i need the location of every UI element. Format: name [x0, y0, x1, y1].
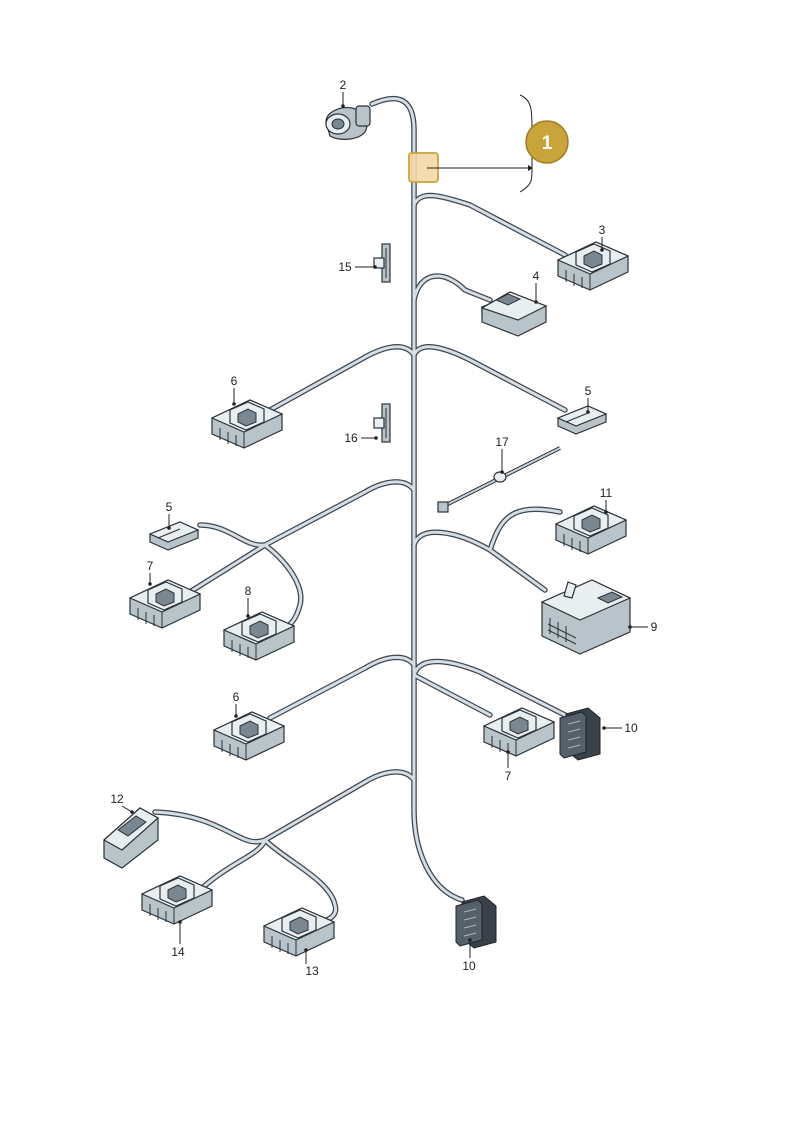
connector-13[interactable]	[263, 907, 335, 957]
wire-4	[412, 530, 547, 592]
connector-14[interactable]	[141, 875, 213, 925]
connector-4-body[interactable]	[480, 291, 548, 337]
connector-10-lower[interactable]	[455, 895, 497, 949]
label-cable-tie-17: 17	[495, 435, 509, 449]
wire-5	[488, 507, 562, 552]
wire-11	[183, 543, 267, 597]
label-clip-15: 15	[338, 260, 352, 274]
connector-5-left[interactable]	[149, 521, 199, 551]
wire-0	[370, 97, 464, 902]
label-connector-10-upper: 10	[624, 721, 638, 735]
connector-10-upper[interactable]	[559, 707, 601, 761]
harness-wires	[152, 95, 568, 925]
cable-tie-17[interactable]	[437, 446, 561, 513]
label-connector-5-right: 5	[585, 384, 592, 398]
item-1-highlight	[408, 94, 533, 193]
label-connector-3: 3	[599, 223, 606, 237]
label-connector-6-upper: 6	[231, 374, 238, 388]
label-clip-16: 16	[344, 431, 358, 445]
connector-12[interactable]	[102, 807, 160, 869]
wire-outline-15	[152, 809, 268, 845]
wire-outline-3	[411, 344, 568, 413]
wire-17	[263, 838, 338, 924]
callout-leaders	[121, 92, 648, 964]
item-1-badge[interactable]: 1	[525, 120, 569, 164]
label-connector-13: 13	[305, 964, 319, 978]
wire-1	[412, 194, 567, 257]
wire-outline-1	[411, 192, 568, 258]
label-connector-2: 2	[340, 78, 347, 92]
label-connector-11: 11	[600, 486, 613, 500]
label-connector-4: 4	[533, 269, 540, 283]
wire-outline-5	[487, 506, 563, 553]
callout-labels: 2 3 4 15 6 5 16 17 5 11 7 8 9 6 10 7 12 …	[110, 78, 657, 978]
wire-16	[198, 838, 267, 892]
wire-15	[153, 810, 267, 844]
label-connector-5-left: 5	[166, 500, 173, 514]
connector-11[interactable]	[555, 505, 627, 555]
wire-2	[412, 274, 492, 302]
label-connector-10-lower: 10	[462, 959, 476, 973]
connector-8[interactable]	[223, 611, 295, 661]
label-connector-7-upper: 7	[147, 559, 154, 573]
wire-9	[263, 480, 416, 547]
connector-3[interactable]	[557, 241, 629, 291]
wire-outline-0	[369, 95, 465, 903]
label-connector-14: 14	[171, 945, 185, 959]
wire-fills	[153, 97, 567, 924]
label-connector-9: 9	[651, 620, 658, 634]
label-connector-6-lower: 6	[233, 690, 240, 704]
wire-8	[268, 345, 416, 412]
wire-10	[198, 523, 267, 547]
connectors	[102, 105, 631, 957]
wire-outline-14	[262, 769, 417, 843]
wire-14	[263, 770, 416, 842]
connector-9[interactable]	[541, 579, 631, 655]
wire-3	[412, 345, 567, 412]
label-connector-8: 8	[245, 584, 252, 598]
wire-outline-13	[267, 654, 417, 721]
wire-13	[268, 656, 416, 720]
label-connector-7-lower: 7	[505, 769, 512, 783]
wire-outline-8	[267, 344, 417, 413]
label-connector-12: 12	[110, 792, 124, 806]
connector-7-lower[interactable]	[483, 707, 555, 757]
clip-15[interactable]	[373, 243, 391, 283]
wire-7	[412, 673, 492, 717]
wire-outline-4	[411, 529, 548, 593]
wire-6	[412, 660, 567, 717]
wire-outline-9	[262, 479, 417, 548]
item-1-number: 1	[542, 133, 553, 154]
connector-2[interactable]	[325, 105, 371, 140]
connector-7-upper[interactable]	[129, 579, 201, 629]
